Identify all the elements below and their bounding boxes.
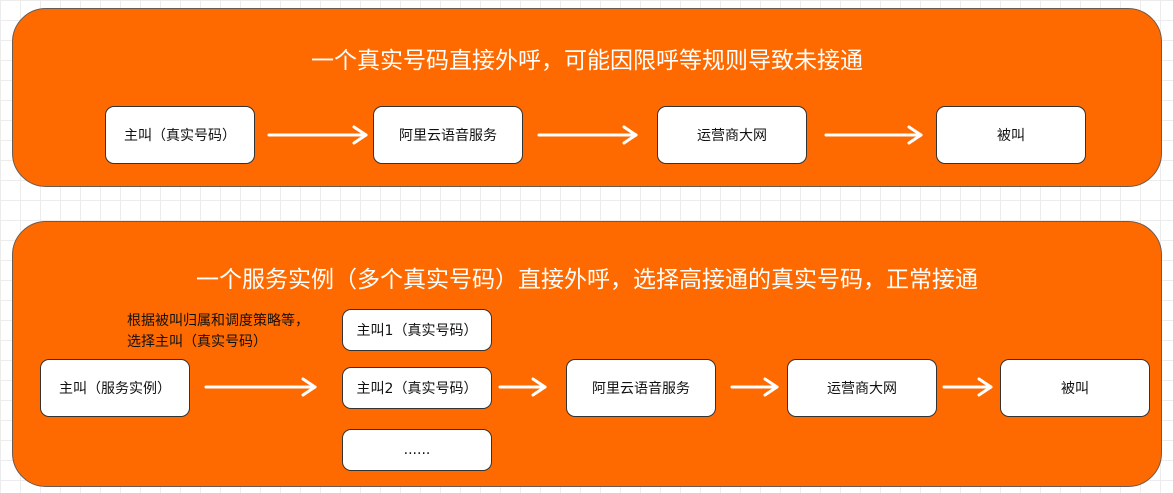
- arrow-service-to-carrier: [537, 125, 638, 145]
- panel-title: 一个服务实例（多个真实号码）直接外呼，选择高接通的真实号码，正常接通: [196, 267, 978, 293]
- node-callee[interactable]: 被叫: [1000, 359, 1150, 417]
- node-callee[interactable]: 被叫: [936, 106, 1086, 164]
- panel-service-instance-call: 一个服务实例（多个真实号码）直接外呼，选择高接通的真实号码，正常接通 根据被叫归…: [12, 221, 1162, 487]
- node-carrier-network[interactable]: 运营商大网: [787, 359, 937, 417]
- routing-note-line-1: 根据被叫归属和调度策略等，: [127, 313, 309, 329]
- arrow-carrier-to-callee: [824, 125, 923, 145]
- node-carrier-network[interactable]: 运营商大网: [657, 106, 807, 164]
- node-caller-service-instance[interactable]: 主叫（服务实例）: [40, 359, 190, 417]
- arrow-instance-to-callers: [204, 377, 317, 397]
- routing-note: 根据被叫归属和调度策略等， 选择主叫（真实号码）: [127, 311, 309, 353]
- node-aliyun-voice-service[interactable]: 阿里云语音服务: [566, 359, 716, 417]
- arrow-caller-to-service: [267, 125, 368, 145]
- node-caller-2[interactable]: 主叫2（真实号码）: [342, 367, 492, 409]
- routing-note-line-2: 选择主叫（真实号码）: [127, 334, 267, 350]
- arrow-carrier-to-callee: [942, 377, 993, 397]
- node-aliyun-voice-service[interactable]: 阿里云语音服务: [373, 106, 523, 164]
- node-caller-1[interactable]: 主叫1（真实号码）: [342, 309, 492, 351]
- panel-title: 一个真实号码直接外呼，可能因限呼等规则导致未接通: [311, 48, 863, 74]
- arrow-callers-to-service: [498, 377, 547, 397]
- panel-direct-call: 一个真实号码直接外呼，可能因限呼等规则导致未接通 主叫（真实号码） 阿里云语音服…: [12, 8, 1162, 187]
- node-caller-more[interactable]: ......: [342, 429, 492, 471]
- arrow-service-to-carrier: [730, 377, 779, 397]
- node-caller-real-number[interactable]: 主叫（真实号码）: [105, 106, 255, 164]
